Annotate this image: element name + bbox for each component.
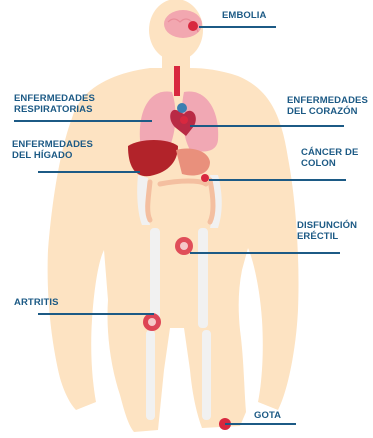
erectil-text-1: DISFUNCIÓN bbox=[297, 220, 357, 231]
erectil-label: DISFUNCIÓN ERÉCTIL bbox=[297, 220, 357, 242]
artritis-text: ARTRITIS bbox=[14, 297, 59, 308]
embolia-marker bbox=[188, 21, 198, 31]
erectil-text-2: ERÉCTIL bbox=[297, 231, 357, 242]
corazon-text-1: ENFERMEDADES bbox=[287, 95, 368, 106]
colon-text-2: COLON bbox=[301, 158, 358, 169]
corazon-label: ENFERMEDADES DEL CORAZÓN bbox=[287, 95, 368, 117]
respiratorias-label: ENFERMEDADES RESPIRATORIAS bbox=[14, 93, 95, 115]
higado-text-1: ENFERMEDADES bbox=[12, 139, 93, 150]
body-silhouette bbox=[48, 0, 299, 432]
colon-label: CÁNCER DE COLON bbox=[301, 147, 358, 169]
colon-marker bbox=[201, 174, 209, 182]
embolia-label: EMBOLIA bbox=[222, 10, 267, 21]
erectile-marker-inner bbox=[180, 242, 188, 250]
artritis-label: ARTRITIS bbox=[14, 297, 59, 308]
gota-label: GOTA bbox=[254, 410, 281, 421]
colon-text-1: CÁNCER DE bbox=[301, 147, 358, 158]
corazon-text-2: DEL CORAZÓN bbox=[287, 106, 368, 117]
artritis-marker-inner bbox=[148, 318, 156, 326]
respiratorias-text-1: ENFERMEDADES bbox=[14, 93, 95, 104]
heart-marker bbox=[180, 116, 188, 124]
respiratorias-text-2: RESPIRATORIAS bbox=[14, 104, 95, 115]
gota-text: GOTA bbox=[254, 410, 281, 421]
higado-label: ENFERMEDADES DEL HÍGADO bbox=[12, 139, 93, 161]
higado-text-2: DEL HÍGADO bbox=[12, 150, 93, 161]
embolia-text: EMBOLIA bbox=[222, 10, 267, 21]
